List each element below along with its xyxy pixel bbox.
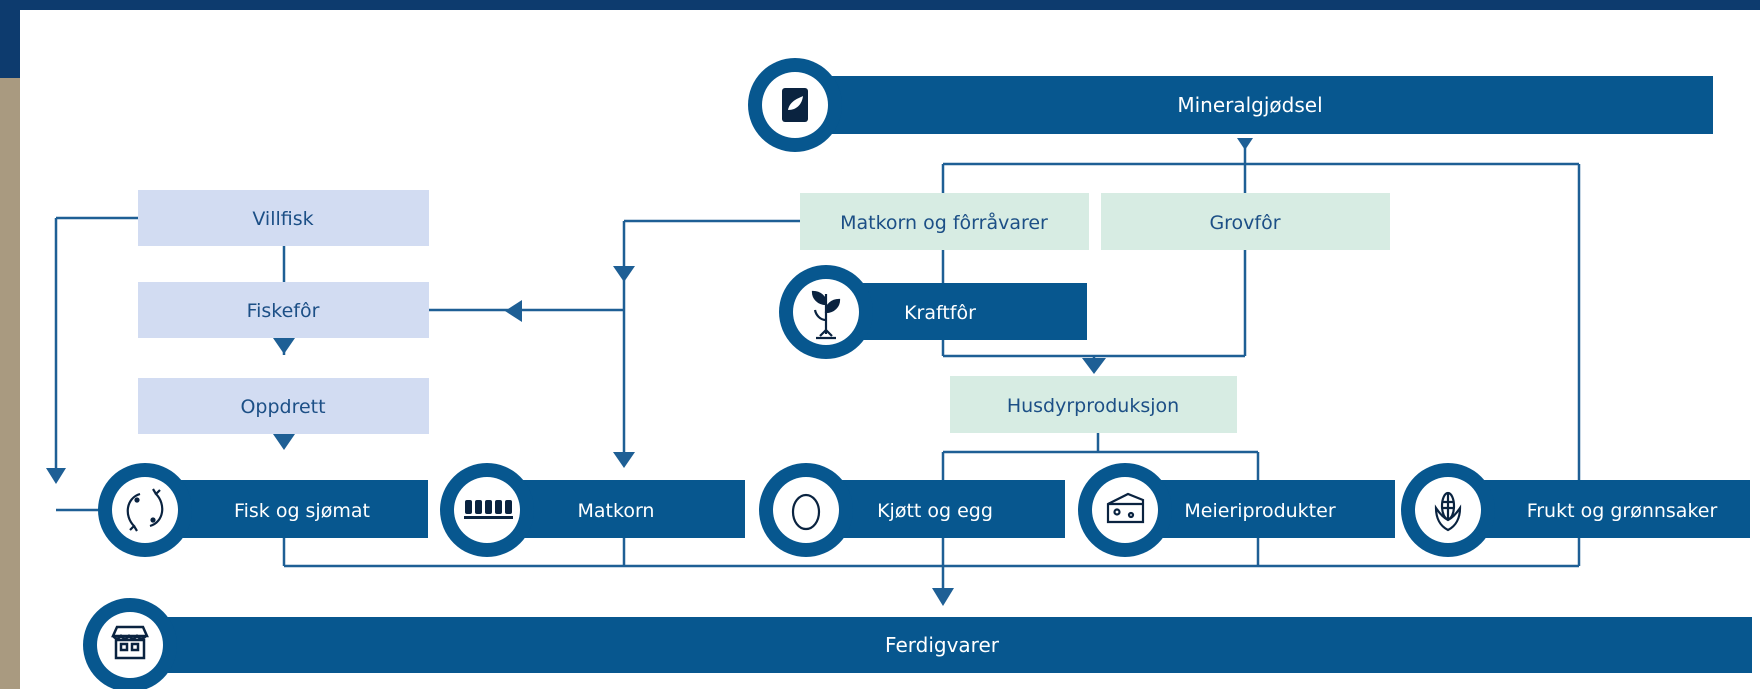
arrow-down-villfisk-loop (46, 468, 66, 484)
arrow-down-mineral (1237, 138, 1253, 150)
arrow-down-matkorn-upper (613, 266, 635, 282)
left-strip (0, 78, 20, 689)
sprout-icon (811, 290, 841, 340)
grovfor-label: Grovfôr (1209, 212, 1280, 234)
kraftfor-label: Kraftfôr (904, 302, 976, 324)
product-label: Meieriprodukter (1184, 500, 1335, 522)
product-kjott-og-egg: Kjøtt og egg (759, 463, 1065, 557)
arrowheads (46, 138, 1253, 606)
arrow-down-husdyr (1082, 358, 1106, 374)
arrow-down-fisk (273, 434, 295, 450)
matkorn-forravarer-box: Matkorn og fôrråvarer (800, 193, 1089, 250)
arrow-down-oppdrett (273, 338, 295, 354)
ferdigvarer-label: Ferdigvarer (885, 633, 1000, 657)
product-matkorn: Matkorn (440, 463, 745, 557)
arrow-down-ferdigvarer (932, 588, 954, 606)
fiskefor-label: Fiskefôr (247, 300, 320, 322)
corn-icon (1434, 491, 1462, 532)
cheese-icon (1106, 492, 1145, 524)
egg-icon (791, 493, 821, 531)
villfisk-label: Villfisk (252, 208, 313, 230)
ferdigvarer-bar: Ferdigvarer (83, 598, 1752, 689)
husdyrproduksjon-box: Husdyrproduksjon (950, 376, 1237, 433)
arrow-left-fiskefor (505, 300, 522, 322)
husdyrproduksjon-label: Husdyrproduksjon (1007, 395, 1179, 417)
product-label: Fisk og sjømat (234, 500, 370, 522)
arrow-down-matkorn-lower (613, 452, 635, 468)
product-fisk-og-sjomat: Fisk og sjømat (98, 463, 428, 557)
product-meieriprodukter: Meieriprodukter (1078, 463, 1395, 557)
mineralgjodsel-label: Mineralgjødsel (1177, 93, 1322, 117)
fiskefor-box: Fiskefôr (138, 282, 429, 338)
oppdrett-box: Oppdrett (138, 378, 429, 434)
wheat-icon (464, 500, 513, 519)
fish-icon (126, 488, 164, 532)
mineralgjodsel-bar: Mineralgjødsel (748, 58, 1713, 152)
market-stall-icon (111, 625, 149, 660)
matkorn-forravarer-label: Matkorn og fôrråvarer (840, 211, 1048, 234)
product-label: Frukt og grønnsaker (1527, 500, 1718, 522)
product-label: Matkorn (578, 500, 655, 522)
fertilizer-bag-icon (782, 88, 808, 122)
product-label: Kjøtt og egg (877, 500, 993, 522)
villfisk-box: Villfisk (138, 190, 429, 246)
oppdrett-label: Oppdrett (240, 396, 325, 418)
kraftfor-bar: Kraftfôr (779, 265, 1087, 359)
grovfor-box: Grovfôr (1101, 193, 1390, 250)
product-frukt-og-gronnsaker: Frukt og grønnsaker (1401, 463, 1750, 557)
